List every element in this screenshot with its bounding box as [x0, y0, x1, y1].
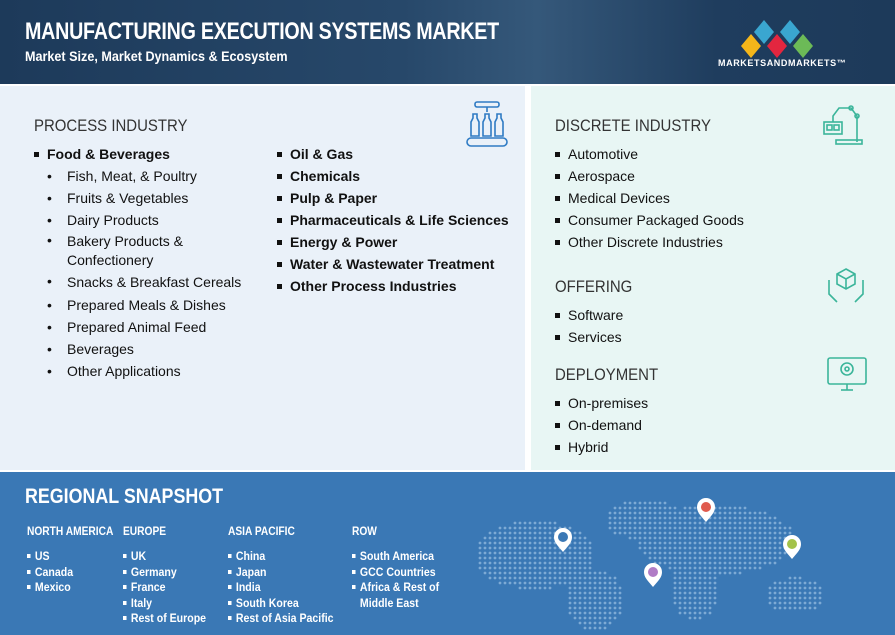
list-item: Bakery Products & Confectionery — [34, 231, 264, 272]
list-item: Pulp & Paper — [277, 187, 522, 209]
list-item: Other Process Industries — [277, 275, 522, 297]
hands-box-icon — [828, 268, 864, 303]
list-item: Services — [555, 326, 623, 348]
region-heading: ASIA PACIFIC — [228, 524, 295, 538]
list-item: On-premises — [555, 392, 648, 414]
region-heading: ROW — [352, 524, 377, 538]
process-food-list: Food & BeveragesFish, Meat, & PoultryFru… — [34, 143, 264, 382]
region-item: France — [123, 580, 206, 596]
region-item: Africa & Rest of Middle East — [352, 580, 440, 611]
deployment-heading: DEPLOYMENT — [555, 365, 659, 384]
robotic-arm-icon — [823, 105, 863, 145]
marketsandmarkets-logo — [741, 20, 813, 58]
region-item: India — [228, 580, 334, 596]
list-item: Other Discrete Industries — [555, 231, 744, 253]
list-item: Food & Beverages — [34, 143, 264, 165]
process-industry-heading: PROCESS INDUSTRY — [34, 116, 188, 135]
region-item: Rest of Europe — [123, 611, 206, 627]
list-item: Hybrid — [555, 436, 648, 458]
list-item: Beverages — [34, 338, 264, 360]
list-item: Software — [555, 304, 623, 326]
list-item: Oil & Gas — [277, 143, 522, 165]
list-item: Consumer Packaged Goods — [555, 209, 744, 231]
list-item: Other Applications — [34, 360, 264, 382]
header-banner: MANUFACTURING EXECUTION SYSTEMS MARKET M… — [0, 0, 895, 84]
list-item: Prepared Animal Feed — [34, 316, 264, 338]
region-item: UK — [123, 549, 206, 565]
list-item: Prepared Meals & Dishes — [34, 294, 264, 316]
regional-snapshot-heading: REGIONAL SNAPSHOT — [25, 485, 224, 508]
list-item: Dairy Products — [34, 209, 264, 231]
list-item: Energy & Power — [277, 231, 522, 253]
logo-text: MARKETSANDMARKETS™ — [718, 58, 847, 68]
list-item: Aerospace — [555, 165, 744, 187]
list-item: Fruits & Vegetables — [34, 187, 264, 209]
list-item: Pharmaceuticals & Life Sciences — [277, 209, 522, 231]
list-item: Chemicals — [277, 165, 522, 187]
list-item: Snacks & Breakfast Cereals — [34, 272, 264, 294]
region-item: Italy — [123, 596, 206, 612]
monitor-gear-icon — [827, 357, 867, 391]
region-heading: NORTH AMERICA — [27, 524, 114, 538]
offering-heading: OFFERING — [555, 277, 633, 296]
region-item: Canada — [27, 565, 73, 581]
list-item: Automotive — [555, 143, 744, 165]
region-item: China — [228, 549, 334, 565]
region-item: South Korea — [228, 596, 334, 612]
region-heading: EUROPE — [123, 524, 167, 538]
list-item: Water & Wastewater Treatment — [277, 253, 522, 275]
region-item: GCC Countries — [352, 565, 440, 581]
list-item: Medical Devices — [555, 187, 744, 209]
region-item: Germany — [123, 565, 206, 581]
bottling-conveyor-icon — [466, 101, 508, 147]
world-map-dots — [478, 498, 822, 630]
region-item: South America — [352, 549, 440, 565]
page-subtitle: Market Size, Market Dynamics & Ecosystem — [25, 48, 288, 64]
discrete-industry-heading: DISCRETE INDUSTRY — [555, 116, 711, 135]
region-item: US — [27, 549, 73, 565]
list-item: On-demand — [555, 414, 648, 436]
discrete-panel — [531, 86, 895, 470]
list-item: Fish, Meat, & Poultry — [34, 165, 264, 187]
region-item: Mexico — [27, 580, 73, 596]
region-item: Japan — [228, 565, 334, 581]
region-item: Rest of Asia Pacific — [228, 611, 334, 627]
page-title: MANUFACTURING EXECUTION SYSTEMS MARKET — [25, 18, 499, 45]
